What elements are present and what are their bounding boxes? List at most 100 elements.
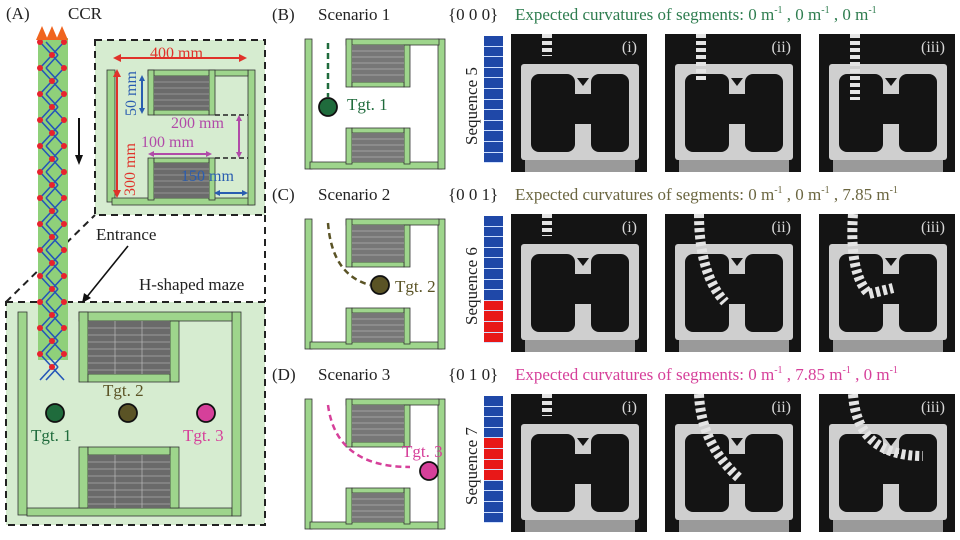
experiment-photo: (ii): [665, 214, 801, 352]
truss-strut: [45, 288, 59, 303]
truss-node: [49, 104, 55, 110]
panel-label: (D): [272, 365, 296, 384]
truss-node: [61, 351, 67, 357]
segment-curvature: 7.85 m: [795, 365, 843, 384]
truss-strut: [45, 327, 59, 342]
truss-node: [61, 169, 67, 175]
sequence-cell-blue: [484, 141, 503, 153]
target-1-marker: [45, 403, 65, 423]
truss-node: [37, 221, 43, 227]
sequence-cell-blue: [484, 396, 503, 407]
segment-curvature: 0 m: [863, 365, 890, 384]
truss-strut: [45, 158, 59, 173]
expected-code: {0 0 0}: [448, 5, 499, 24]
panel-a-label: (A): [6, 4, 30, 23]
truss-node: [37, 273, 43, 279]
target-label: Tgt. 1: [347, 95, 388, 114]
maze-photo-render: [675, 214, 793, 352]
truss-node: [61, 247, 67, 253]
truss-node: [49, 208, 55, 214]
unit-exponent: -1: [868, 5, 877, 16]
gap-dimension: 200 mm: [171, 115, 224, 132]
unit-exponent: -1: [889, 365, 898, 376]
height-dimension: 300 mm: [122, 143, 139, 196]
scenario-title: Scenario 3: [318, 365, 391, 384]
truss-node: [49, 260, 55, 266]
truss-node: [61, 65, 67, 71]
width-dimension: 400 mm: [150, 45, 203, 62]
truss-node: [49, 182, 55, 188]
truss-node: [37, 247, 43, 253]
photo-step-label: (iii): [921, 399, 945, 416]
truss-node: [49, 130, 55, 136]
truss-strut: [45, 184, 59, 199]
sequence-cell-blue: [484, 237, 503, 248]
truss-strut: [45, 366, 59, 381]
panel-label: (C): [272, 185, 295, 204]
experiment-photo: (iii): [819, 214, 955, 352]
maze-photo-render: [675, 394, 793, 532]
curvature-caption: Expected curvatures of segments: 0 m-1 ,…: [515, 5, 877, 24]
truss-node: [37, 143, 43, 149]
target-2-label: Tgt. 2: [103, 381, 144, 400]
maze-photo-render: [521, 34, 639, 172]
target-marker: [318, 97, 338, 117]
truss-node: [49, 78, 55, 84]
unit-exponent: -1: [821, 185, 830, 196]
caption-prefix: Expected curvatures of segments:: [515, 5, 749, 24]
target-label: Tgt. 3: [402, 442, 443, 461]
truss-node: [37, 351, 43, 357]
sequence-cell-blue: [484, 279, 503, 291]
sequence-cell-blue: [484, 501, 503, 513]
photo-step-label: (i): [621, 399, 637, 416]
sequence-cell-blue: [484, 152, 503, 164]
truss-node: [37, 195, 43, 201]
caption-prefix: Expected curvatures of segments:: [515, 365, 749, 384]
photo-step-label: (iii): [921, 219, 945, 236]
truss-node: [49, 234, 55, 240]
truss-strut: [45, 119, 59, 134]
truss-strut: [45, 353, 59, 368]
scenario-maze: [304, 38, 446, 170]
scenario-maze: [304, 218, 446, 350]
truss-node: [49, 286, 55, 292]
maze-photo-render: [675, 34, 793, 172]
target-3-marker: [196, 403, 216, 423]
block-dimension: 100 mm: [141, 134, 194, 151]
sequence-cell-blue: [484, 36, 503, 47]
truss-strut: [45, 171, 59, 186]
segment-curvature: 0 m: [842, 5, 869, 24]
sequence-label: Sequence 6: [462, 247, 481, 325]
truss-node: [37, 299, 43, 305]
curvature-caption: Expected curvatures of segments: 0 m-1 ,…: [515, 365, 898, 384]
truss-node: [49, 156, 55, 162]
entrance-label: Entrance: [96, 225, 157, 244]
sequence-cell-red: [484, 470, 503, 481]
experiment-photo: (i): [511, 34, 647, 172]
sequence-cell-blue: [484, 290, 503, 301]
truss-node: [61, 117, 67, 123]
ccr-robot: [36, 26, 68, 381]
segment-curvature: 0 m: [748, 365, 775, 384]
sequence-cell-blue: [484, 480, 503, 492]
experiment-photo: (i): [511, 394, 647, 532]
maze-photo-render: [521, 394, 639, 532]
scenario-maze: [304, 398, 446, 530]
truss-strut: [45, 236, 59, 251]
sequence-cell-blue: [484, 512, 503, 524]
target-1-label: Tgt. 1: [31, 426, 72, 445]
sequence-cell-blue: [484, 131, 503, 142]
truss-node: [37, 325, 43, 331]
sequence-label: Sequence 5: [462, 67, 481, 145]
truss-node: [61, 143, 67, 149]
dimension-arrows: [113, 54, 248, 198]
sequence-cell-blue: [484, 120, 503, 132]
target-label: Tgt. 2: [395, 277, 436, 296]
photo-step-label: (ii): [771, 219, 791, 236]
truss-strut: [45, 314, 59, 329]
target-marker: [370, 275, 390, 295]
photo-step-label: (ii): [771, 39, 791, 56]
truss-node: [49, 52, 55, 58]
photo-step-label: (ii): [771, 399, 791, 416]
truss-strut: [45, 145, 59, 160]
